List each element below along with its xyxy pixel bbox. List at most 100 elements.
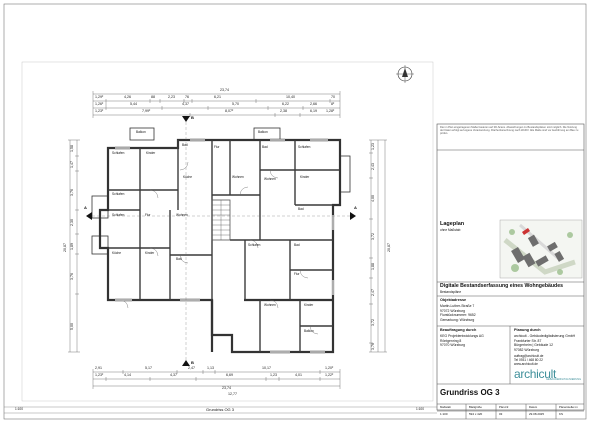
dim-label: 1,23² bbox=[95, 373, 104, 377]
footer-header: Maßstab bbox=[440, 405, 451, 409]
section-mark-b-top: B bbox=[191, 115, 194, 120]
footer-value: 29.08.2025 bbox=[529, 412, 545, 416]
address-line: Martin-Luther-Straße 7 bbox=[440, 304, 475, 308]
dim-label: 1,88 bbox=[371, 263, 375, 270]
room-label: Flur bbox=[145, 213, 151, 217]
room-label: Wohnen bbox=[176, 213, 188, 217]
dim-label: 2,38 bbox=[280, 109, 287, 113]
address-line: www.archicult.de bbox=[514, 362, 538, 367]
client-heading: Beauftragung durch bbox=[440, 328, 477, 332]
dim-label: 1,28² bbox=[326, 109, 335, 113]
dim-label: 5,17 bbox=[145, 366, 152, 370]
dim-label: 4,26 bbox=[124, 95, 131, 99]
dim-label: 6,22 bbox=[282, 102, 289, 106]
footer-header: Plan-Nr. bbox=[499, 405, 510, 409]
address-line: Frankfurter Str. 87 bbox=[514, 338, 542, 343]
logo-subtitle: GEBÄUDEDIGITALISIERUNG bbox=[546, 378, 582, 381]
dim-label: 88 bbox=[151, 95, 155, 99]
dim-label: 3,76 bbox=[371, 343, 375, 350]
dim-label: 2,23 bbox=[168, 95, 175, 99]
project-title: Digitale Bestandserfassung eines Wohngeb… bbox=[440, 283, 563, 289]
dim-label: 1,22² bbox=[325, 373, 334, 377]
room-label: Balkon bbox=[304, 329, 314, 333]
object-heading: Objektadresse bbox=[440, 298, 467, 302]
dim-label: 4,14 bbox=[124, 373, 131, 377]
dim-label: 1,23² bbox=[95, 109, 104, 113]
site-plan-subtitle: ohne Maßstab bbox=[440, 228, 461, 232]
dim-label: 4,00 bbox=[371, 195, 375, 202]
dim-label: 1,13 bbox=[207, 366, 214, 370]
address-line: auftrag@archicult.de bbox=[514, 354, 544, 358]
room-label: Schlafen bbox=[112, 151, 125, 155]
footer-value: 594 x 420 bbox=[469, 412, 483, 416]
address-line: Gemarkung: Würzburg bbox=[440, 317, 475, 322]
dim-label: 5,70 bbox=[232, 102, 239, 106]
dim-label: 3,76 bbox=[70, 273, 74, 280]
dim-label: 4,37 bbox=[170, 373, 177, 377]
dim-label: 2,66 bbox=[310, 102, 317, 106]
dim-label: 6,69 bbox=[226, 373, 233, 377]
scale-right: 1:100 bbox=[416, 407, 424, 411]
address-line: Röntgenring 8 bbox=[440, 338, 462, 343]
footer-value: 03 bbox=[499, 412, 503, 416]
dim-label: 1,23 bbox=[270, 373, 277, 377]
room-label: Bad bbox=[182, 143, 188, 147]
dim-label: 5,00 bbox=[70, 323, 74, 330]
room-label: Kinder bbox=[145, 251, 155, 255]
dim-left-overall: 20,87 bbox=[63, 243, 67, 252]
plan-title: Grundriss OG 3 bbox=[440, 388, 500, 397]
dim-label: 10,40 bbox=[286, 95, 295, 99]
logo-word: archicult bbox=[514, 367, 556, 381]
footer-header: Blattgröße bbox=[469, 405, 482, 409]
room-label: Kinder bbox=[304, 303, 314, 307]
address-line: Bürgerheim | Gebäude 12 bbox=[514, 343, 553, 348]
room-label: Bad bbox=[298, 207, 304, 211]
footer-value: KS bbox=[559, 412, 564, 416]
dim-top-overall: 23,74 bbox=[220, 88, 229, 92]
dim-label: 3,72 bbox=[371, 233, 375, 240]
room-label: Flur bbox=[214, 145, 220, 149]
dim-label: 1,26² bbox=[95, 102, 104, 106]
room-label: Wohnen bbox=[232, 175, 244, 179]
north-arrow-icon bbox=[396, 65, 414, 83]
room-label: Balkon bbox=[136, 130, 146, 134]
dim-label: 1,47 bbox=[70, 161, 74, 168]
dim-label: 3,72 bbox=[371, 319, 375, 326]
site-plan-title: Lageplan bbox=[440, 221, 465, 227]
room-label: Bad bbox=[176, 257, 182, 261]
company-logo: archicult bbox=[514, 367, 556, 381]
footer-header: Planersteller-in bbox=[559, 405, 578, 409]
address-line: archicult - Gebäudedigitalisierung GmbH bbox=[514, 334, 576, 338]
room-label: Balkon bbox=[258, 130, 268, 134]
room-label: Kinder bbox=[146, 151, 156, 155]
dim-label: 2,91 bbox=[95, 366, 102, 370]
dim-label: 7,99² bbox=[142, 109, 151, 113]
plan-note: Die im Plan eingetragenen Maße basieren … bbox=[440, 126, 579, 135]
project-subtitle: Bestandspläne bbox=[440, 290, 462, 294]
room-label: Küche bbox=[112, 251, 122, 255]
dim-label: 4,37 bbox=[182, 102, 189, 106]
room-label: Flur bbox=[294, 272, 300, 276]
room-label: Wohnen bbox=[264, 177, 276, 181]
dim-label: 1,20² bbox=[325, 366, 334, 370]
dim-label: 5,44 bbox=[130, 102, 137, 106]
room-label: Schlafen bbox=[112, 192, 125, 196]
room-label: Wohnen bbox=[264, 303, 276, 307]
room-label: Schlafen bbox=[112, 213, 125, 217]
room-label: Schlafen bbox=[298, 145, 311, 149]
plan-caption: Grundriss OG 3 bbox=[206, 407, 235, 412]
dim-label: 6,21 bbox=[214, 95, 221, 99]
dim-label: 2,47 bbox=[371, 289, 375, 296]
dim-right-overall: 20,87 bbox=[387, 243, 391, 252]
planner-heading: Planung durch bbox=[514, 328, 541, 332]
dim-label: 2,30 bbox=[70, 219, 74, 226]
dim-label: 1,29² bbox=[95, 95, 104, 99]
room-label: Bad bbox=[262, 145, 268, 149]
address-line: 97070 Würzburg bbox=[440, 343, 466, 348]
address-line: 97082 Würzburg bbox=[514, 347, 540, 352]
dim-label: 2,47 bbox=[188, 366, 195, 370]
dim-label: 70 bbox=[331, 95, 335, 99]
address-line: 97072 Würzburg bbox=[440, 308, 466, 313]
